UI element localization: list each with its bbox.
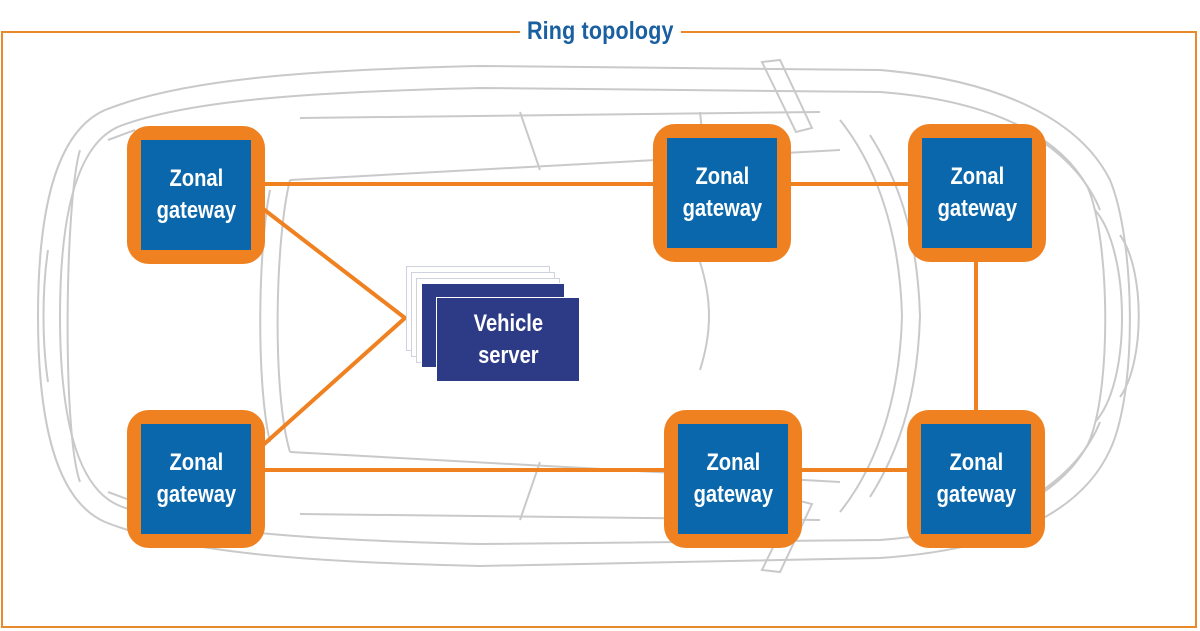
zonal-gateway-top-center: Zonal gateway — [653, 124, 791, 262]
vehicle-server-label: Vehicle server — [473, 309, 543, 369]
gateway-label: Zonal gateway — [937, 163, 1017, 222]
gateway-label: Zonal gateway — [936, 449, 1016, 508]
vehicle-server: Vehicle server — [436, 297, 580, 382]
links-to-vehicle-server — [260, 206, 409, 448]
zonal-gateway-bottom-left: Zonal gateway — [127, 410, 265, 548]
gateway-label: Zonal gateway — [693, 449, 773, 508]
zonal-gateway-bottom-right: Zonal gateway — [907, 410, 1045, 548]
zonal-gateway-top-right: Zonal gateway — [908, 124, 1046, 262]
gateway-label: Zonal gateway — [156, 165, 236, 224]
diagram-title: Ring topology — [519, 14, 681, 48]
zonal-gateway-bottom-center: Zonal gateway — [664, 410, 802, 548]
gateway-label: Zonal gateway — [156, 449, 236, 508]
zonal-gateway-top-left: Zonal gateway — [127, 126, 265, 264]
gateway-label: Zonal gateway — [682, 163, 762, 222]
diagram-title-wrap: Ring topology — [0, 14, 1200, 48]
